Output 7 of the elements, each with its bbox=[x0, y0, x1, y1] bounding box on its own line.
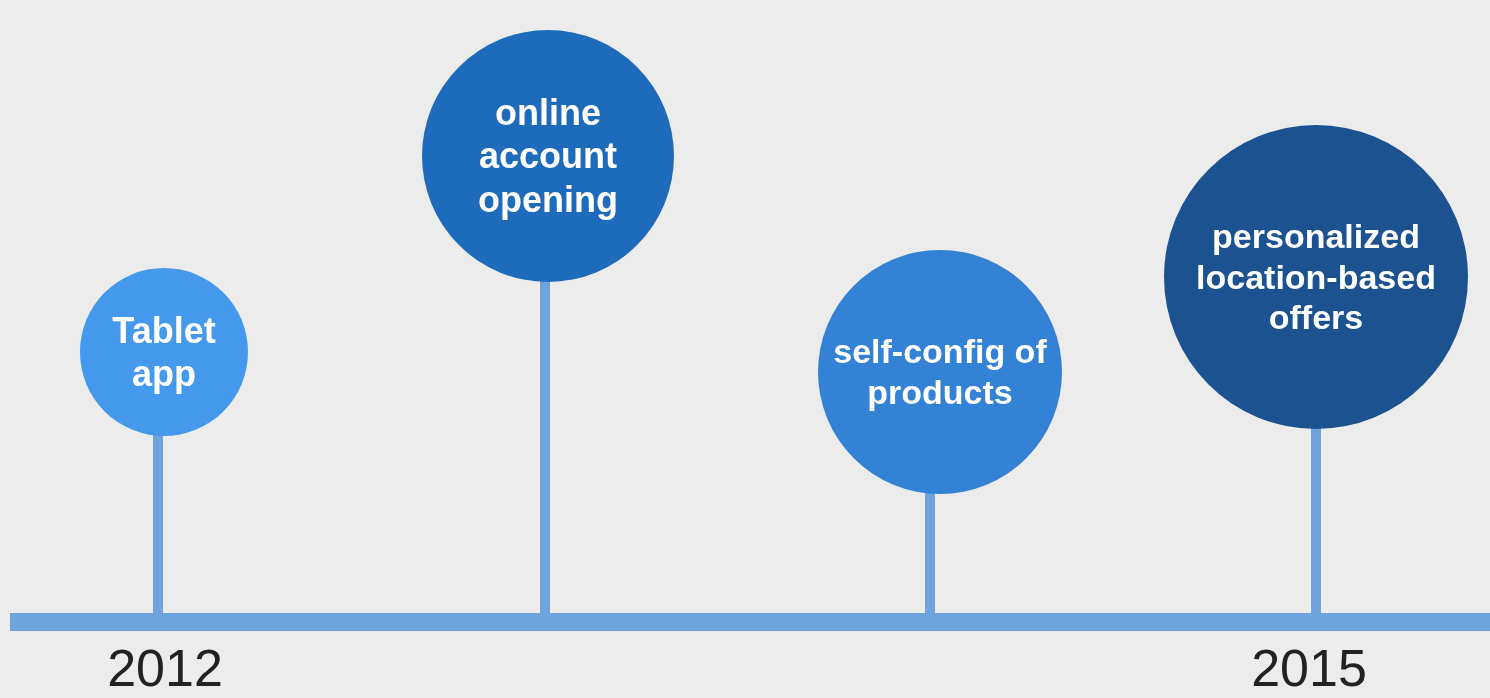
year-label: 2012 bbox=[106, 638, 224, 698]
milestone-text: online account opening bbox=[477, 91, 619, 221]
milestone-text: self-config of products bbox=[832, 331, 1048, 413]
year-label: 2015 bbox=[1250, 638, 1368, 698]
milestone-text: personalized location-based offers bbox=[1195, 215, 1437, 339]
milestone-text: Tablet app bbox=[111, 308, 217, 396]
timeline-bar bbox=[10, 613, 1490, 631]
